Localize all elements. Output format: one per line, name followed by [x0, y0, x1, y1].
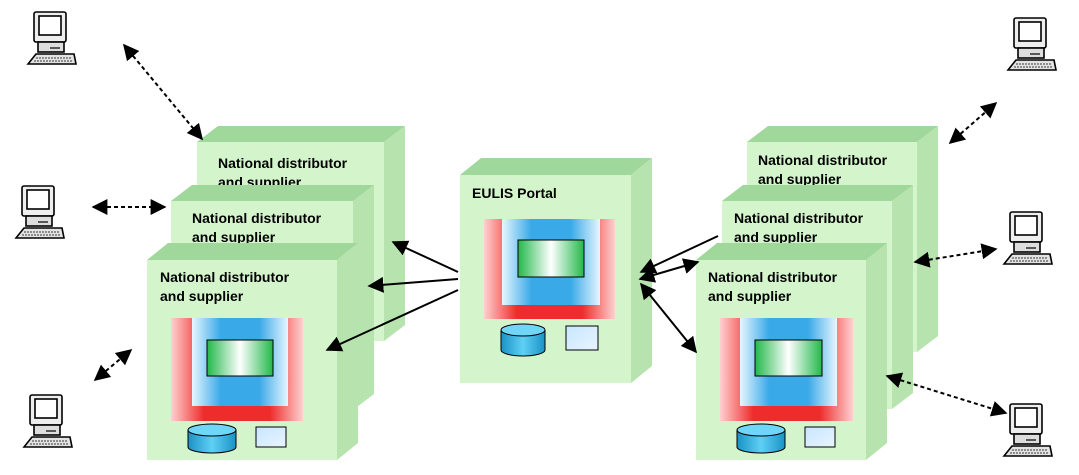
- node-label: National distributor: [734, 210, 864, 226]
- portal-connections: [325, 235, 719, 354]
- node-label: and supplier: [192, 229, 276, 245]
- computer-terminal-icon: [1003, 211, 1053, 265]
- node-label: National distributor: [218, 155, 348, 171]
- node-label: and supplier: [708, 288, 792, 304]
- eulis-portal-node: EULIS Portal: [460, 158, 652, 383]
- computer-terminal-icon: [1003, 403, 1053, 457]
- application-window-icon: [484, 219, 615, 319]
- computer-terminal-icon: [23, 394, 73, 448]
- computer-terminal-icon: [27, 11, 77, 65]
- server-icon: [565, 325, 599, 351]
- node-label: and supplier: [734, 229, 818, 245]
- portal-title: EULIS Portal: [472, 185, 557, 201]
- database-icon: [500, 323, 546, 357]
- computer-terminal-icon: [1007, 17, 1057, 71]
- application-window-icon: [720, 318, 853, 421]
- computer-terminal-icon: [15, 185, 65, 239]
- terminal-connections: [91, 43, 1008, 417]
- application-window-icon: [171, 318, 303, 421]
- database-icon: [187, 423, 237, 454]
- node-label: National distributor: [758, 152, 888, 168]
- server-icon: [804, 426, 836, 448]
- left-node-front: National distributor and supplier: [147, 243, 358, 460]
- node-label: National distributor: [708, 269, 838, 285]
- node-label: National distributor: [160, 269, 290, 285]
- server-icon: [255, 426, 287, 448]
- right-node-front: National distributor and supplier: [696, 243, 887, 460]
- database-icon: [736, 423, 786, 454]
- node-label: and supplier: [758, 171, 842, 187]
- node-label: National distributor: [192, 210, 322, 226]
- node-label: and supplier: [160, 288, 244, 304]
